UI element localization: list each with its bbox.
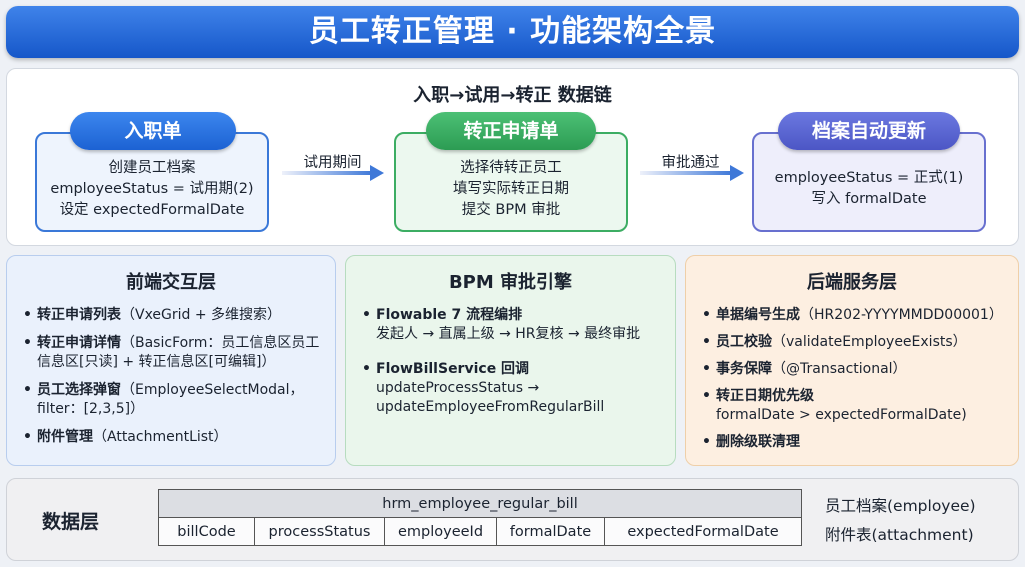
chain-title: 入职→试用→转正 数据链 bbox=[413, 85, 612, 106]
backend-layer-panel: 后端服务层 单据编号生成（HR202-YYYYMMDD00001） 员工校验（v… bbox=[685, 255, 1019, 466]
stage-line: 设定 expectedFormalDate bbox=[59, 202, 245, 218]
related-table-employee: 员工档案(employee) bbox=[825, 497, 976, 515]
frontend-layer-panel: 前端交互层 转正申请列表（VxeGrid + 多维搜索） 转正申请详情（Basi… bbox=[6, 255, 336, 466]
stage-line: 提交 BPM 审批 bbox=[461, 202, 561, 218]
stage-line: 填写实际转正日期 bbox=[453, 181, 569, 197]
list-item: Flowable 7 流程编排 发起人 → 直属上级 → HR复核 → 最终审批 bbox=[360, 306, 661, 344]
list-item: 转正申请列表（VxeGrid + 多维搜索） bbox=[21, 306, 321, 325]
list-item: 转正申请详情（BasicForm：员工信息区员工信息区[只读] + 转正信息区[… bbox=[21, 334, 321, 372]
list-item: 删除级联清理 bbox=[700, 433, 1004, 452]
stage-line: 选择待转正员工 bbox=[460, 160, 562, 176]
stage-onboarding-label: 入职单 bbox=[70, 112, 236, 150]
arrow-line bbox=[640, 171, 732, 175]
list-item: 单据编号生成（HR202-YYYYMMDD00001） bbox=[700, 306, 1004, 325]
list-item: 事务保障（@Transactional） bbox=[700, 360, 1004, 379]
layer-title: 后端服务层 bbox=[807, 272, 897, 293]
layer-title: 前端交互层 bbox=[126, 272, 216, 293]
table-column: expectedFormalDate bbox=[604, 517, 802, 546]
list-item: 附件管理（AttachmentList） bbox=[21, 428, 321, 447]
list-item: FlowBillService 回调 updateProcessStatus →… bbox=[360, 360, 661, 417]
stage-line: employeeStatus = 试用期(2) bbox=[50, 181, 254, 197]
stage-onboarding-box: 创建员工档案 employeeStatus = 试用期(2) 设定 expect… bbox=[35, 132, 269, 232]
arrow-right-icon bbox=[370, 165, 384, 181]
list-item: 员工选择弹窗（EmployeeSelectModal，filter：[2,3,5… bbox=[21, 381, 321, 419]
bpm-layer-panel: BPM 审批引擎 Flowable 7 流程编排 发起人 → 直属上级 → HR… bbox=[345, 255, 676, 466]
table-column: billCode bbox=[158, 517, 255, 546]
data-layer-label: 数据层 bbox=[42, 511, 100, 533]
bpm-item-list: Flowable 7 流程编排 发起人 → 直属上级 → HR复核 → 最终审批… bbox=[360, 306, 661, 417]
arrow-right-icon bbox=[730, 165, 744, 181]
table-row: billCode processStatus employeeId formal… bbox=[158, 517, 802, 546]
arrow-label-approved: 审批通过 bbox=[661, 155, 720, 171]
list-item: 员工校验（validateEmployeeExists） bbox=[700, 333, 1004, 352]
stage-line: 写入 formalDate bbox=[811, 191, 927, 207]
table-column: employeeId bbox=[384, 517, 497, 546]
backend-item-list: 单据编号生成（HR202-YYYYMMDD00001） 员工校验（validat… bbox=[700, 306, 1004, 452]
stage-regularization-label: 转正申请单 bbox=[426, 112, 596, 150]
related-table-attachment: 附件表(attachment) bbox=[825, 526, 974, 544]
table-column: formalDate bbox=[496, 517, 605, 546]
db-table: hrm_employee_regular_bill billCode proce… bbox=[158, 489, 802, 546]
arrow-line bbox=[282, 171, 372, 175]
table-column: processStatus bbox=[254, 517, 385, 546]
stage-line: 创建员工档案 bbox=[108, 160, 196, 176]
page-title: 员工转正管理 · 功能架构全景 bbox=[6, 6, 1019, 58]
layer-title: BPM 审批引擎 bbox=[448, 272, 573, 293]
table-name: hrm_employee_regular_bill bbox=[158, 489, 802, 518]
frontend-item-list: 转正申请列表（VxeGrid + 多维搜索） 转正申请详情（BasicForm：… bbox=[21, 306, 321, 447]
stage-line: employeeStatus = 正式(1) bbox=[774, 170, 964, 186]
arrow-label-probation: 试用期间 bbox=[303, 155, 362, 171]
stage-archive-update-label: 档案自动更新 bbox=[778, 112, 960, 150]
